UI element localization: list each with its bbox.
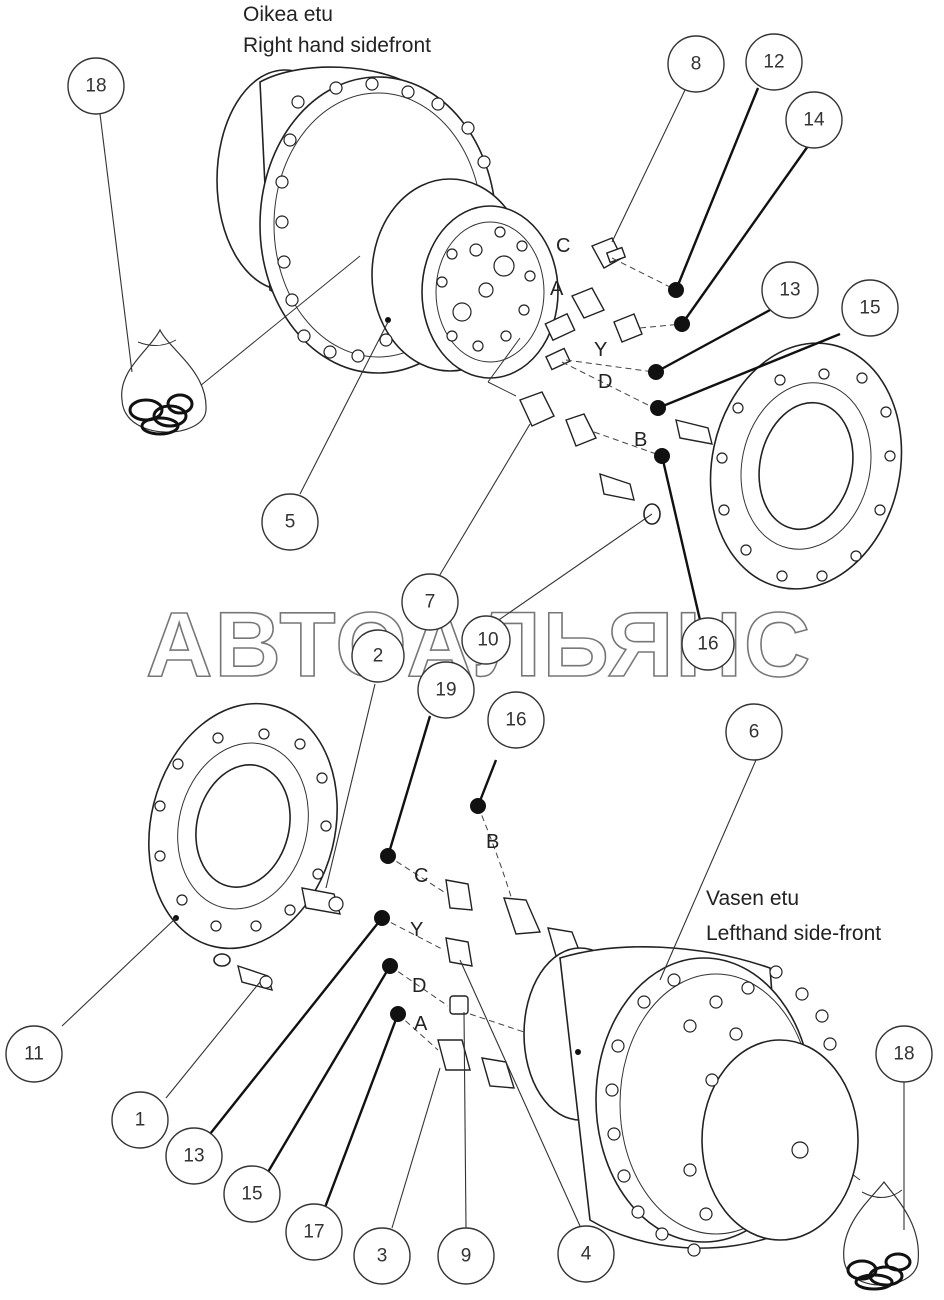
upper-fitting-d: [545, 347, 571, 371]
callout-12: 12: [745, 33, 803, 91]
lower-bolt-1: [213, 953, 274, 991]
port-letter-a-lower: A: [414, 1013, 428, 1035]
callout-label: 10: [477, 630, 498, 651]
callout-label: 9: [461, 1246, 472, 1267]
callout-label: 13: [183, 1146, 204, 1167]
port-letter-d-upper: D: [598, 371, 612, 393]
callout-15-lower: 15: [223, 1165, 281, 1223]
callout-17: 17: [285, 1203, 343, 1261]
callout-1: 1: [111, 1091, 169, 1149]
port-letter-y-lower: Y: [410, 919, 423, 941]
upper-fitting-a: [544, 287, 643, 343]
callout-2: 2: [351, 629, 405, 683]
port-letter-b-upper: B: [634, 429, 647, 451]
port-letter-y-upper: Y: [594, 339, 607, 361]
callout-18-lower: 18: [875, 1025, 933, 1083]
callout-label: 15: [859, 298, 880, 319]
callout-4: 4: [557, 1225, 615, 1283]
port-letter-a-upper: A: [550, 278, 564, 300]
right-motor-bolts: [275, 77, 491, 363]
callout-10: 10: [461, 615, 511, 665]
callout-label: 3: [377, 1246, 388, 1267]
callout-label: 11: [24, 1044, 44, 1065]
lower-fitting-9: [481, 1057, 515, 1089]
callout-label: 6: [749, 722, 760, 743]
callout-16-lower: 16: [487, 691, 545, 749]
callout-16-upper: 16: [681, 617, 735, 671]
upper-seal-bag: [121, 328, 207, 436]
port-letter-c-upper: C: [556, 235, 570, 257]
leader-lines: [61, 87, 905, 1230]
upper-fitting-b: [519, 391, 597, 447]
callout-13-lower: 13: [165, 1127, 223, 1185]
caption-left-fi: Vasen etu: [706, 887, 799, 910]
caption-right-en: Right hand sidefront: [243, 34, 431, 57]
right-motor-end-plate-ports: [385, 226, 536, 352]
callout-label: 18: [893, 1044, 914, 1065]
callout-label: 7: [425, 592, 436, 613]
callout-label: 16: [505, 710, 526, 731]
callout-label: 2: [373, 646, 384, 667]
upper-fitting-8: [591, 237, 627, 269]
callout-label: 1: [135, 1110, 146, 1131]
upper-bolt-15: [675, 419, 713, 445]
callout-9: 9: [437, 1227, 495, 1285]
caption-right-fi: Oikea etu: [243, 3, 333, 26]
callout-19: 19: [417, 661, 475, 719]
callout-label: 14: [803, 110, 825, 131]
lower-fitting-c: [445, 879, 473, 911]
callout-label: 17: [303, 1222, 324, 1243]
callout-14: 14: [785, 91, 843, 149]
callout-7: 7: [401, 573, 459, 631]
left-motor-bolts: [605, 965, 837, 1257]
callout-15-upper: 15: [841, 279, 899, 337]
callout-label: 8: [691, 54, 702, 75]
callout-label: 15: [241, 1184, 262, 1205]
lower-seal-bag: [843, 1181, 919, 1291]
port-letter-c-lower: C: [414, 865, 428, 887]
lower-fitting-y: [445, 937, 473, 967]
callout-label: 13: [779, 280, 800, 301]
left-flange-plate: [148, 702, 338, 950]
callout-label: 18: [85, 76, 106, 97]
callout-label: 4: [581, 1244, 592, 1265]
callout-label: 19: [435, 680, 456, 701]
callout-5: 5: [261, 493, 319, 551]
lower-fitting-d: [449, 995, 469, 1015]
lower-fitting-a: [437, 1039, 471, 1071]
callout-3: 3: [353, 1227, 411, 1285]
port-letter-b-lower: B: [486, 831, 499, 853]
caption-left-en: Lefthand side-front: [706, 922, 881, 945]
port-letter-d-lower: D: [412, 975, 426, 997]
left-hand-motor: [523, 946, 859, 1249]
right-flange-plate: [709, 342, 903, 590]
upper-bolt-10: [599, 472, 661, 525]
lower-bolt-2: [301, 887, 344, 915]
callout-18-upper: 18: [67, 57, 125, 115]
callout-label: 5: [285, 512, 296, 533]
callout-11: 11: [5, 1025, 63, 1083]
callout-label: 12: [763, 52, 784, 73]
callout-label: 16: [697, 634, 718, 655]
callout-8: 8: [667, 35, 725, 93]
callout-6: 6: [725, 703, 783, 761]
callout-13-upper: 13: [761, 261, 819, 319]
